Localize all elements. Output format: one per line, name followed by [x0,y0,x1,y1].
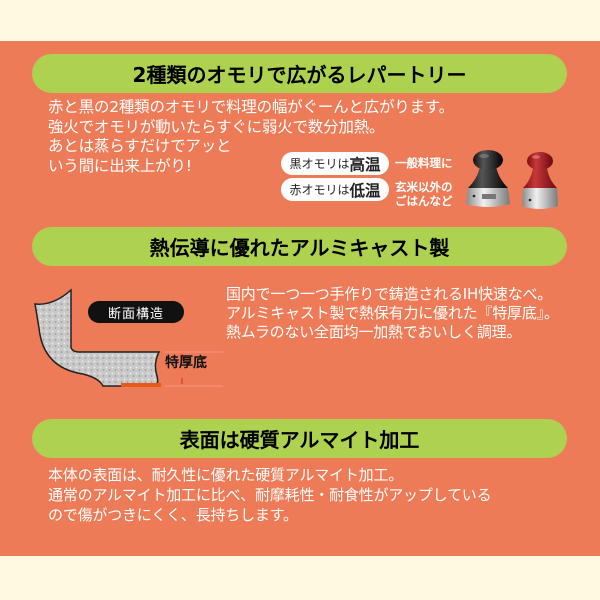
section2-heading: 熱伝導に優れたアルミキャスト製 [32,227,567,266]
tag-prefix: 赤オモリは [289,183,350,197]
black-weight-image [466,150,510,207]
red-weight-note: 玄米以外の ごはんなど [395,180,453,208]
thick-bottom-label: 特厚底 [165,355,207,371]
tag-emphasis: 高温 [349,155,381,174]
black-weight-tag: 黒オモリは高温 [281,152,389,175]
red-weight-image [522,152,558,209]
section1-body: 赤と黒の2種類のオモリで料理の幅がぐーんと広がります。 強火でオモリが動いたらす… [48,98,454,175]
content-band [0,41,600,556]
section1-heading: 2種類のオモリで広がるレパートリー [32,54,567,93]
red-weight-tag: 赤オモリは低温 [281,178,389,201]
tag-emphasis: 低温 [349,181,381,200]
section3-heading: 表面は硬質アルマイト加工 [32,419,567,458]
section3-body: 本体の表面は、耐久性に優れた硬質アルマイト加工。 通常のアルマイト加工に比べ、耐… [48,466,492,524]
section2-body: 国内で一つ一つ手作りで鋳造されるIH快速なべ。 アルミキャスト製で熱保有力に優れ… [226,285,559,341]
black-weight-note: 一般料理に [395,156,453,170]
cross-section-diagram [34,288,223,387]
tag-prefix: 黒オモリは [289,157,350,171]
cross-section-label: 断面構造 [88,301,184,323]
